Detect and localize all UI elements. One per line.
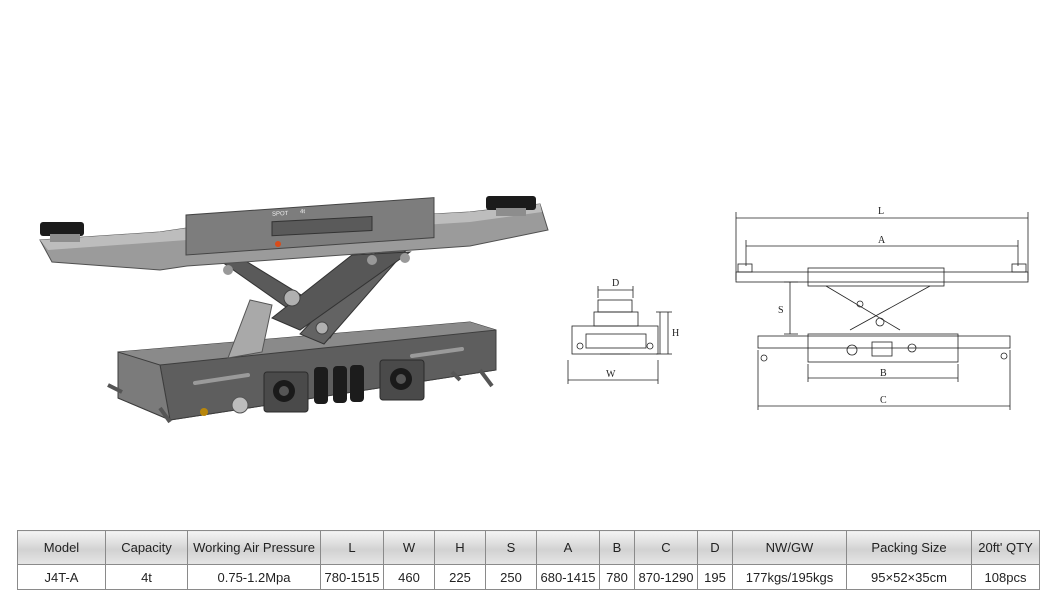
col-header-model: Model	[17, 530, 106, 565]
cell-d: 195	[697, 564, 733, 590]
cell-container-qty: 108pcs	[971, 564, 1040, 590]
col-header-c: C	[634, 530, 698, 565]
brand-badge: SPOT	[272, 211, 289, 218]
side-view-diagram: D H W	[567, 278, 679, 384]
dim-label-h: H	[672, 328, 679, 339]
col-header-air-pressure: Working Air Pressure	[187, 530, 321, 565]
col-header-d: D	[697, 530, 733, 565]
table-row: J4T-A 4t 0.75-1.2Mpa 780-1515 460 225 25…	[17, 564, 1040, 590]
col-header-packing-size: Packing Size	[846, 530, 972, 565]
cell-capacity: 4t	[105, 564, 188, 590]
col-header-w: W	[383, 530, 435, 565]
cell-c: 870-1290	[634, 564, 698, 590]
dim-label-b: B	[880, 368, 887, 379]
col-header-container-qty: 20ft' QTY	[971, 530, 1040, 565]
col-header-b: B	[599, 530, 635, 565]
cell-s: 250	[485, 564, 537, 590]
front-view-diagram: L A S B C	[735, 206, 1029, 410]
spec-table-header-row: Model Capacity Working Air Pressure L W …	[17, 530, 1040, 565]
col-header-weight: NW/GW	[732, 530, 847, 565]
col-header-a: A	[536, 530, 600, 565]
cell-model: J4T-A	[17, 564, 106, 590]
dim-label-l: L	[878, 206, 884, 217]
cell-a: 680-1415	[536, 564, 600, 590]
col-header-l: L	[320, 530, 384, 565]
cell-h: 225	[434, 564, 486, 590]
dim-label-d: D	[612, 278, 619, 289]
spec-table: Model Capacity Working Air Pressure L W …	[17, 530, 1040, 590]
cell-packing-size: 95×52×35cm	[846, 564, 972, 590]
col-header-capacity: Capacity	[105, 530, 188, 565]
col-header-s: S	[485, 530, 537, 565]
dim-label-w: W	[606, 369, 616, 380]
cell-b: 780	[599, 564, 635, 590]
jack-photo: SPOT 4t	[39, 196, 549, 424]
cell-w: 460	[383, 564, 435, 590]
cell-air-pressure: 0.75-1.2Mpa	[187, 564, 321, 590]
dim-label-s: S	[778, 305, 784, 316]
dim-label-a: A	[878, 235, 886, 246]
cell-weight: 177kgs/195kgs	[732, 564, 847, 590]
cell-l: 780-1515	[320, 564, 384, 590]
product-illustration: SPOT 4t D H W L	[39, 196, 1029, 424]
col-header-h: H	[434, 530, 486, 565]
dim-label-c: C	[880, 395, 887, 406]
capacity-mark: 4t	[300, 209, 305, 215]
